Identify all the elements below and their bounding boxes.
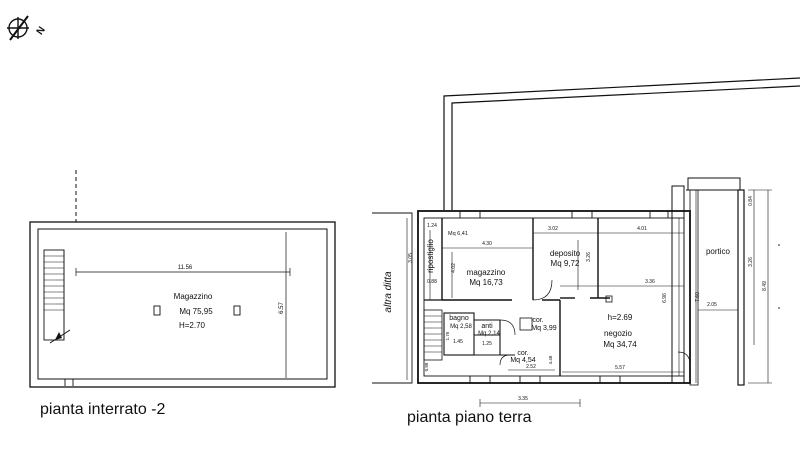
magazzino-area: Mq 16,73: [469, 278, 503, 287]
anti-name: anti: [481, 323, 493, 330]
dim-3-26a: 3.26: [586, 252, 592, 262]
dim-7-60: 7.60: [695, 292, 701, 302]
dim-4-30: 4.30: [482, 241, 492, 247]
basement-dim-depth: 6.57: [279, 302, 285, 314]
basement-dim-width: 11.56: [178, 265, 193, 271]
dim-4-01: 4.01: [637, 226, 647, 232]
dim-0-84: 0.84: [748, 196, 754, 206]
dim-1-25: 1.25: [482, 341, 492, 347]
basement-caption: pianta interrato -2: [40, 401, 166, 418]
negozio-name: negozio: [604, 329, 633, 338]
ground-caption: pianta piano terra: [407, 409, 532, 426]
altra-ditta-label: altra ditta: [383, 271, 394, 313]
portico-name: portico: [706, 247, 731, 256]
dim-1-45: 1.45: [453, 339, 463, 345]
dim-0-88a: 0.88: [427, 279, 437, 285]
bagno-area: Mq 2,58: [450, 324, 472, 330]
magazzino-name: magazzino: [467, 268, 506, 277]
north-arrow-icon: N: [7, 15, 48, 41]
dim-1-76: 1.76: [445, 331, 450, 340]
deposito-area: Mq 9,72: [551, 259, 580, 268]
ripostiglio-name: ripostiglio: [426, 239, 435, 273]
dim-3-36: 3.36: [645, 279, 655, 285]
dim-8-49: 8.49: [762, 281, 768, 291]
bagno-name: bagno: [449, 315, 469, 322]
compass-n-label: N: [35, 25, 48, 37]
dim-4-48: 4.48: [548, 355, 553, 364]
dim-3-26b: 3.26: [748, 257, 754, 267]
negozio-area: Mq 34,74: [603, 340, 637, 349]
deposito-name: deposito: [550, 249, 581, 258]
basement-room-area: Mq 75,95: [179, 307, 213, 316]
basement-room-height: H=2.70: [179, 321, 206, 330]
dim-0-88b: 0.88: [424, 362, 429, 371]
cor-lower-area: Mq 4,54: [510, 357, 535, 364]
cor-upper-name: cor.: [532, 317, 543, 324]
dim-3-02: 3.02: [548, 226, 558, 232]
dim-3-35: 3.35: [518, 396, 528, 402]
cor-upper-area: Mq 3,99: [531, 325, 556, 332]
anti-area: Mq 2,14: [478, 331, 500, 337]
ground-plan: [372, 77, 800, 407]
dim-4-02: 4.02: [451, 263, 457, 273]
dim-6-96: 6.96: [662, 293, 668, 303]
dim-1-24: 1.24: [427, 223, 437, 229]
ripostiglio-area: Mq 6,41: [448, 231, 468, 237]
basement-plan: [29, 170, 336, 388]
dim-2-52: 2.52: [526, 364, 536, 370]
basement-room-name: Magazzino: [174, 292, 213, 301]
cor-lower-name: cor.: [517, 350, 528, 357]
dim-5-57: 5.57: [615, 365, 625, 371]
negozio-height: h=2.69: [608, 313, 633, 322]
dim-2-05: 2.05: [707, 302, 717, 308]
dim-3-05: 3.05: [408, 253, 414, 263]
